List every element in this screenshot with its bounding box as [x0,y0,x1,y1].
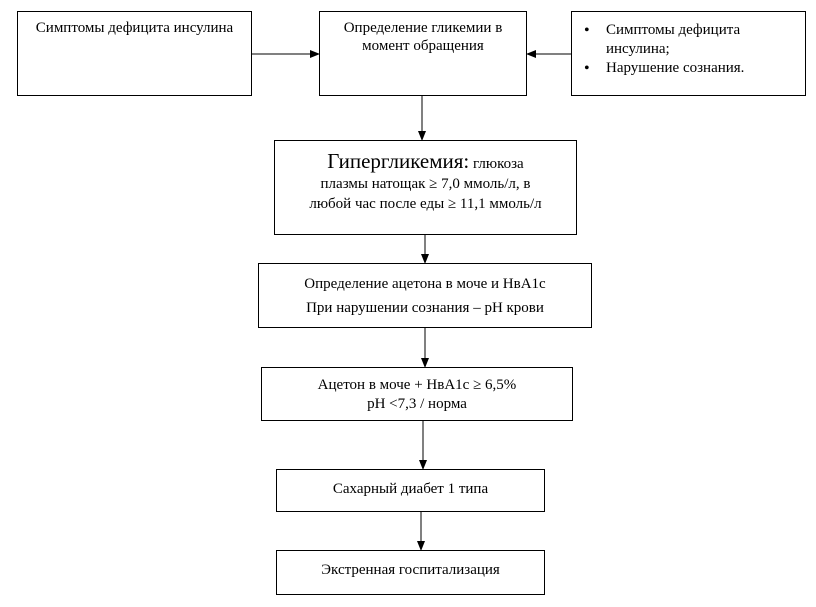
box-symptoms-list: Симптомы дефицита инсулина; Нарушение со… [571,11,806,96]
symptoms-list-item: Нарушение сознания. [576,59,799,78]
box-emergency-hospitalization: Экстренная госпитализация [276,550,545,595]
hyperglycemia-line1: глюкоза [469,156,524,172]
box-glycemia-measurement: Определение гликемии в момент обращения [319,11,527,96]
box-acetone-result: Ацетон в моче + НвА1с ≥ 6,5% рН <7,3 / н… [261,367,573,421]
symptoms-list-item: Симптомы дефицита инсулина; [576,21,799,59]
hyperglycemia-line2: плазмы натощак ≥ 7,0 ммоль/л, в [320,176,531,192]
hyperglycemia-title-line: Гипергликемия: глюкоза [279,151,572,174]
hyperglycemia-title: Гипергликемия: [327,149,470,173]
box-text: Определение гликемии в момент обращения [343,20,503,54]
box-hyperglycemia: Гипергликемия: глюкоза плазмы натощак ≥ … [274,140,577,235]
box-text: Экстренная госпитализация [321,562,500,578]
hyperglycemia-line3: любой час после еды ≥ 11,1 ммоль/л [309,196,542,212]
acetone-result-line2: рН <7,3 / норма [367,396,467,412]
box-insulin-deficiency-symptoms: Симптомы дефицита инсулина [17,11,252,96]
box-text: Симптомы дефицита инсулина [35,20,234,36]
box-text: Сахарный диабет 1 типа [332,481,489,497]
box-type1-diabetes: Сахарный диабет 1 типа [276,469,545,512]
acetone-result-line1: Ацетон в моче + НвА1с ≥ 6,5% [317,377,517,393]
acetone-test-line1: Определение ацетона в моче и НвА1с [304,276,546,292]
box-acetone-test: Определение ацетона в моче и НвА1с При н… [258,263,592,328]
symptoms-list: Симптомы дефицита инсулина; Нарушение со… [576,21,799,78]
acetone-test-line2: При нарушении сознания – рН крови [306,300,544,316]
